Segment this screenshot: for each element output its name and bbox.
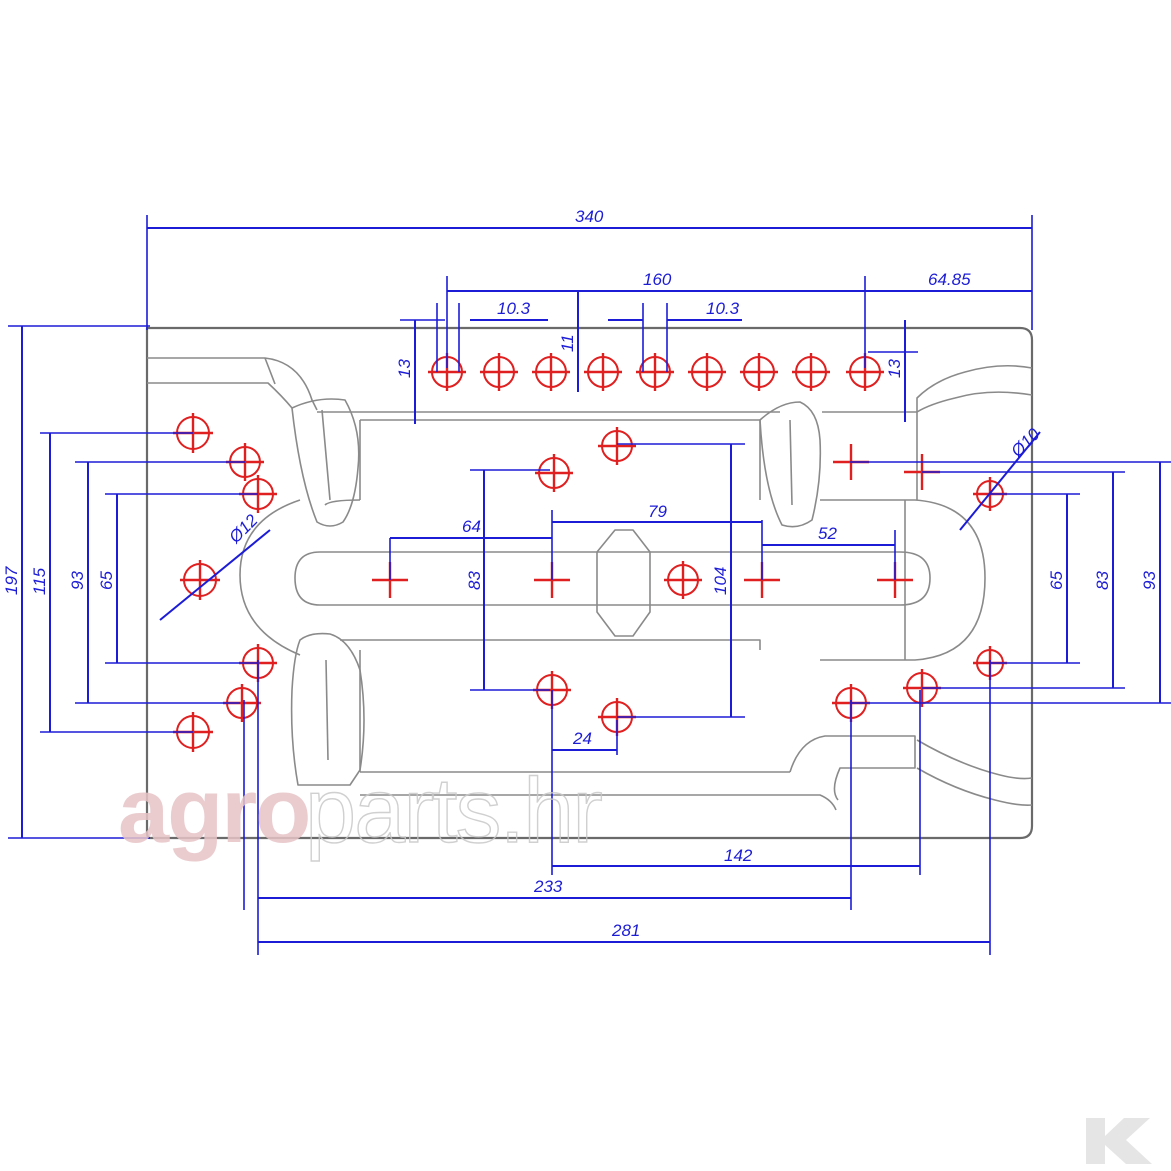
top-row-hole (480, 353, 518, 391)
watermark-parts: parts.hr (305, 760, 602, 862)
left-hole (180, 560, 220, 600)
dim-center-52: 52 (818, 524, 837, 543)
dim-bottom-233: 233 (533, 877, 563, 896)
dimension-lines (8, 215, 1171, 955)
dim-left-65: 65 (97, 571, 116, 590)
top-row-hole (792, 353, 830, 391)
dim-row-top-right: 13 (885, 359, 904, 378)
top-row-hole (584, 353, 622, 391)
watermark-agro: agro (118, 760, 309, 862)
dim-offset-24: 24 (572, 729, 592, 748)
center-hole (598, 427, 636, 465)
top-row-hole (688, 353, 726, 391)
center-hole (535, 454, 573, 492)
dim-overall-width: 340 (575, 207, 604, 226)
dim-bottom-142: 142 (724, 846, 753, 865)
dim-row-top-left: 13 (395, 359, 414, 378)
k-logo-icon (1086, 1118, 1152, 1164)
dim-center-79: 79 (648, 502, 667, 521)
dim-left-93: 93 (68, 571, 87, 590)
dim-pitch-left: 10.3 (497, 299, 531, 318)
dimension-labels: 340 160 64.85 10.3 10.3 11 13 13 Ø12 Ø10… (2, 207, 1159, 940)
dim-right-93: 93 (1140, 571, 1159, 590)
dim-center-64: 64 (462, 517, 481, 536)
dim-row-height: 11 (558, 334, 577, 352)
dim-overall-height: 197 (2, 566, 21, 595)
dim-right-edge-offset: 64.85 (928, 270, 971, 289)
top-row-hole (740, 353, 778, 391)
dim-hole-dia-right: Ø10 (1007, 424, 1044, 461)
dim-left-115: 115 (30, 567, 49, 595)
watermark: agro parts.hr (118, 759, 605, 862)
dim-hole-row-span: 160 (643, 270, 672, 289)
center-hole (664, 561, 702, 599)
dim-bottom-281: 281 (611, 921, 640, 940)
dim-right-83: 83 (1093, 571, 1112, 590)
dim-pitch-right: 10.3 (706, 299, 740, 318)
plate-outline (145, 326, 1034, 840)
dim-right-65: 65 (1047, 571, 1066, 590)
dim-center-104: 104 (711, 567, 730, 595)
dim-center-83: 83 (465, 571, 484, 590)
top-row-hole (636, 353, 674, 391)
top-row-hole (532, 353, 570, 391)
